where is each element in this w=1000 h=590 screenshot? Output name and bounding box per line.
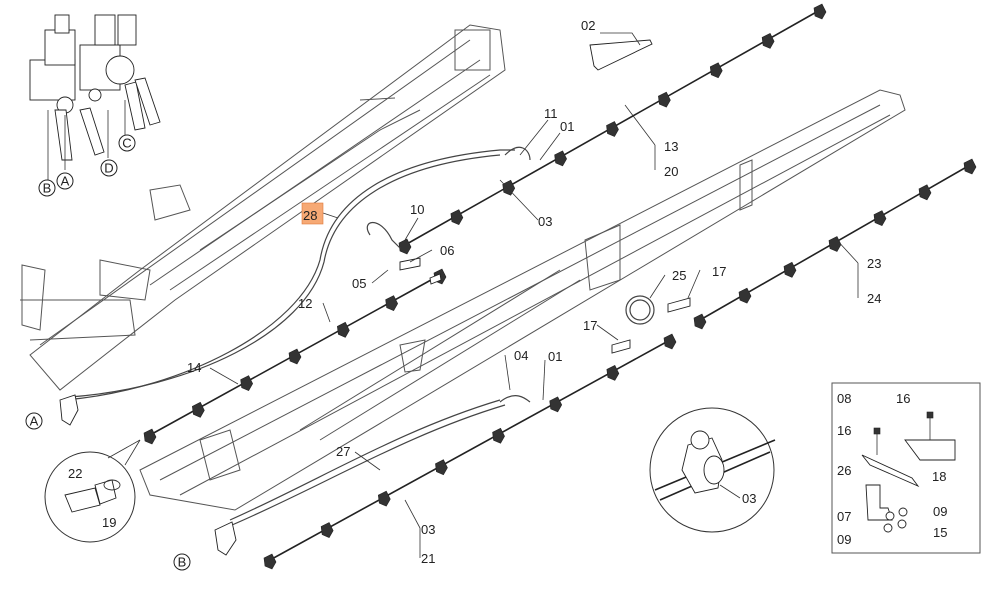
- callout-27: 27: [336, 444, 350, 459]
- detail-circle-03: [649, 407, 776, 533]
- nozzle-body: [738, 287, 752, 304]
- callout-16: 16: [896, 391, 910, 406]
- callout-19: 19: [102, 515, 116, 530]
- callout-06: 06: [440, 243, 454, 258]
- nozzle-body: [709, 62, 723, 79]
- nozzle-body: [606, 365, 620, 381]
- letter-callout-d: D: [100, 159, 118, 177]
- right-boom-frame: [139, 89, 906, 511]
- callout-18: 18: [932, 469, 946, 484]
- nozzle-body: [963, 158, 977, 175]
- callout-04: 04: [514, 348, 528, 363]
- letter-callout-c: C: [118, 134, 136, 152]
- nozzle-body: [813, 3, 827, 20]
- callout-03: 03: [538, 214, 552, 229]
- callout-23: 23: [867, 256, 881, 271]
- letter-callout-b: B: [38, 179, 56, 197]
- detail-circle-08: [44, 439, 141, 543]
- callout-17: 17: [712, 264, 726, 279]
- highlight-box-28: [301, 202, 324, 225]
- callout-08: 08: [837, 391, 851, 406]
- callout-05: 05: [352, 276, 366, 291]
- callout-10: 10: [410, 202, 424, 217]
- svg-text:B: B: [43, 181, 52, 196]
- callout-14: 14: [187, 360, 201, 375]
- nozzle-body: [873, 210, 887, 227]
- callout-22: 22: [68, 466, 82, 481]
- callout-11: 11: [544, 106, 558, 121]
- callout-15: 15: [933, 525, 947, 540]
- callout-02: 02: [581, 18, 595, 33]
- nozzle-body: [492, 427, 505, 444]
- callout-24: 24: [867, 291, 881, 306]
- nozzle-body: [663, 333, 677, 350]
- svg-text:D: D: [104, 161, 113, 176]
- callout-01: 01: [548, 349, 562, 364]
- nozzle-body: [761, 32, 775, 49]
- callout-20: 20: [664, 164, 678, 179]
- nozzle-body: [385, 295, 399, 312]
- callout-13: 13: [664, 139, 678, 154]
- nozzle-body: [554, 150, 567, 167]
- fittings: [59, 39, 691, 556]
- callout-03-detail: 03: [742, 491, 756, 506]
- letter-callout-a: A: [25, 412, 43, 430]
- nozzle-body: [192, 401, 205, 418]
- callout-12: 12: [298, 296, 312, 311]
- nozzle-body: [320, 522, 334, 538]
- pipe-21-22: [269, 339, 671, 561]
- svg-text:A: A: [61, 174, 70, 189]
- nozzle-body: [549, 396, 563, 413]
- nozzle-body: [337, 321, 350, 338]
- nozzle-bodies: [143, 3, 977, 570]
- control-valve-block: [29, 14, 161, 180]
- callout-21: 21: [421, 551, 435, 566]
- left-boom-frame: [20, 24, 506, 391]
- letter-callout-b: B: [173, 553, 191, 571]
- callout-03: 03: [421, 522, 435, 537]
- svg-text:C: C: [122, 136, 131, 151]
- leader-lines: [209, 32, 859, 558]
- callout-07: 07: [837, 509, 851, 524]
- hoses: [64, 146, 655, 526]
- nozzle-body: [693, 313, 707, 330]
- nozzle-body: [502, 179, 516, 196]
- callout-25: 25: [672, 268, 686, 283]
- nozzle-body: [398, 238, 412, 255]
- nozzle-body: [918, 184, 932, 201]
- letter-callout-a: A: [56, 172, 74, 190]
- detail-box: [831, 382, 981, 554]
- nozzle-body: [828, 236, 842, 252]
- callout-17: 17: [583, 318, 597, 333]
- callout-09: 09: [933, 504, 947, 519]
- svg-text:B: B: [178, 555, 187, 570]
- nozzle-body: [450, 209, 464, 226]
- callout-09: 09: [837, 532, 851, 547]
- nozzle-body: [658, 91, 671, 108]
- nozzle-body: [288, 348, 302, 365]
- nozzle-body: [377, 490, 391, 507]
- nozzle-body: [240, 375, 254, 392]
- callout-28: 28: [303, 208, 317, 223]
- callout-01: 01: [560, 119, 574, 134]
- nozzle-body: [606, 121, 619, 137]
- callout-16: 16: [837, 423, 851, 438]
- svg-text:A: A: [30, 414, 39, 429]
- nozzle-body: [783, 261, 797, 278]
- nozzle-body: [263, 553, 277, 570]
- nozzle-body: [143, 428, 157, 445]
- callout-26: 26: [837, 463, 851, 478]
- nozzle-body: [435, 459, 448, 476]
